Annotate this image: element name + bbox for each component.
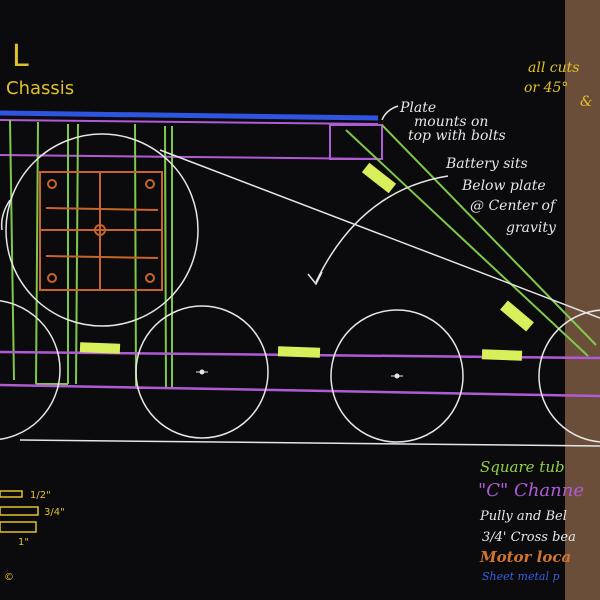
cross-beams bbox=[79, 162, 534, 361]
motor-bolt bbox=[47, 273, 57, 283]
paper-surface bbox=[0, 0, 565, 600]
scale-half-bar bbox=[0, 490, 23, 498]
wheel-left bbox=[0, 299, 61, 441]
table-edge bbox=[520, 0, 600, 600]
title-subtitle: Chassis bbox=[6, 78, 74, 99]
motor-bolt bbox=[47, 179, 57, 189]
belt-left bbox=[0, 199, 11, 231]
c-channel-bottom bbox=[0, 383, 600, 398]
title-partial: L bbox=[12, 39, 29, 74]
cross-beam bbox=[277, 346, 321, 358]
legend-motor: Motor loca bbox=[479, 548, 571, 566]
battery-note-line3: @ Center of bbox=[470, 198, 558, 214]
scale-key: 1/2" 3/4" 1" © bbox=[0, 490, 65, 583]
motor-shaft bbox=[94, 224, 106, 236]
tube-upright bbox=[134, 123, 137, 389]
legend-cross-beam: 3/4' Cross bea bbox=[482, 530, 576, 545]
battery-note-line2: Below plate bbox=[461, 178, 546, 194]
axle-marks bbox=[196, 369, 403, 379]
cuts-note: all cuts or 45° & bbox=[524, 60, 592, 110]
plate-note-line3: top with bolts bbox=[408, 128, 506, 144]
legend-sheet-metal: Sheet metal p bbox=[482, 570, 560, 583]
cross-beam bbox=[481, 349, 523, 361]
tube-upright bbox=[35, 121, 39, 385]
belt-upper bbox=[159, 149, 600, 319]
c-channel-upper bbox=[0, 154, 383, 160]
cuts-note-line1: all cuts bbox=[528, 60, 579, 76]
sheet-metal-plate bbox=[0, 110, 379, 121]
square-tube-uprights bbox=[9, 119, 597, 389]
scale-one-label: 1" bbox=[18, 537, 29, 548]
battery-note-line4: gravity bbox=[506, 220, 557, 236]
scale-three-quarter-label: 3/4" bbox=[44, 507, 65, 518]
legend-pulley-belt: Pully and Bel bbox=[479, 509, 567, 524]
corner-mark: © bbox=[4, 572, 14, 583]
diagonal-brace bbox=[381, 124, 597, 346]
scale-one-bar bbox=[0, 521, 37, 533]
cross-beam bbox=[361, 162, 397, 194]
wheel-3 bbox=[330, 309, 464, 443]
battery-note-line1: Battery sits bbox=[445, 156, 528, 172]
wheels bbox=[0, 299, 600, 443]
scale-half-label: 1/2" bbox=[30, 490, 51, 501]
tube-upright bbox=[164, 125, 167, 389]
plate-note: Plate mounts on top with bolts bbox=[399, 100, 506, 144]
legend-c-channel: "C" Channe bbox=[478, 480, 584, 501]
tube-upright bbox=[9, 119, 15, 381]
motor-mount-line bbox=[45, 255, 159, 259]
cuts-note-line2: or 45° bbox=[524, 80, 568, 96]
cross-beam bbox=[500, 300, 534, 332]
motor-mount-line bbox=[45, 207, 159, 211]
wheel-right bbox=[538, 309, 600, 443]
wheel-2 bbox=[135, 305, 269, 439]
plate-arrow bbox=[381, 105, 399, 121]
cross-beam bbox=[79, 342, 121, 354]
motor-mount bbox=[39, 171, 163, 291]
upper-pulley bbox=[5, 133, 199, 327]
battery-note: Battery sits Below plate @ Center of gra… bbox=[445, 156, 558, 236]
diagonal-brace bbox=[345, 129, 589, 357]
battery-arrow bbox=[315, 175, 449, 283]
legend-square-tube: Square tub bbox=[480, 458, 565, 476]
c-channel-top bbox=[0, 119, 379, 125]
plate-note-line2: mounts on bbox=[414, 114, 488, 130]
plate-note-line1: Plate bbox=[399, 100, 436, 116]
battery-arrowhead bbox=[307, 271, 323, 286]
drive-belt bbox=[0, 149, 600, 447]
motor-bolt bbox=[145, 179, 155, 189]
belt-lower bbox=[19, 439, 600, 447]
tube-upright bbox=[75, 123, 79, 385]
motor-bolt bbox=[145, 273, 155, 283]
scale-three-quarter-bar bbox=[0, 506, 39, 516]
legend: Square tub "C" Channe Pully and Bel 3/4'… bbox=[478, 458, 584, 583]
cuts-note-line3: & bbox=[580, 94, 592, 110]
